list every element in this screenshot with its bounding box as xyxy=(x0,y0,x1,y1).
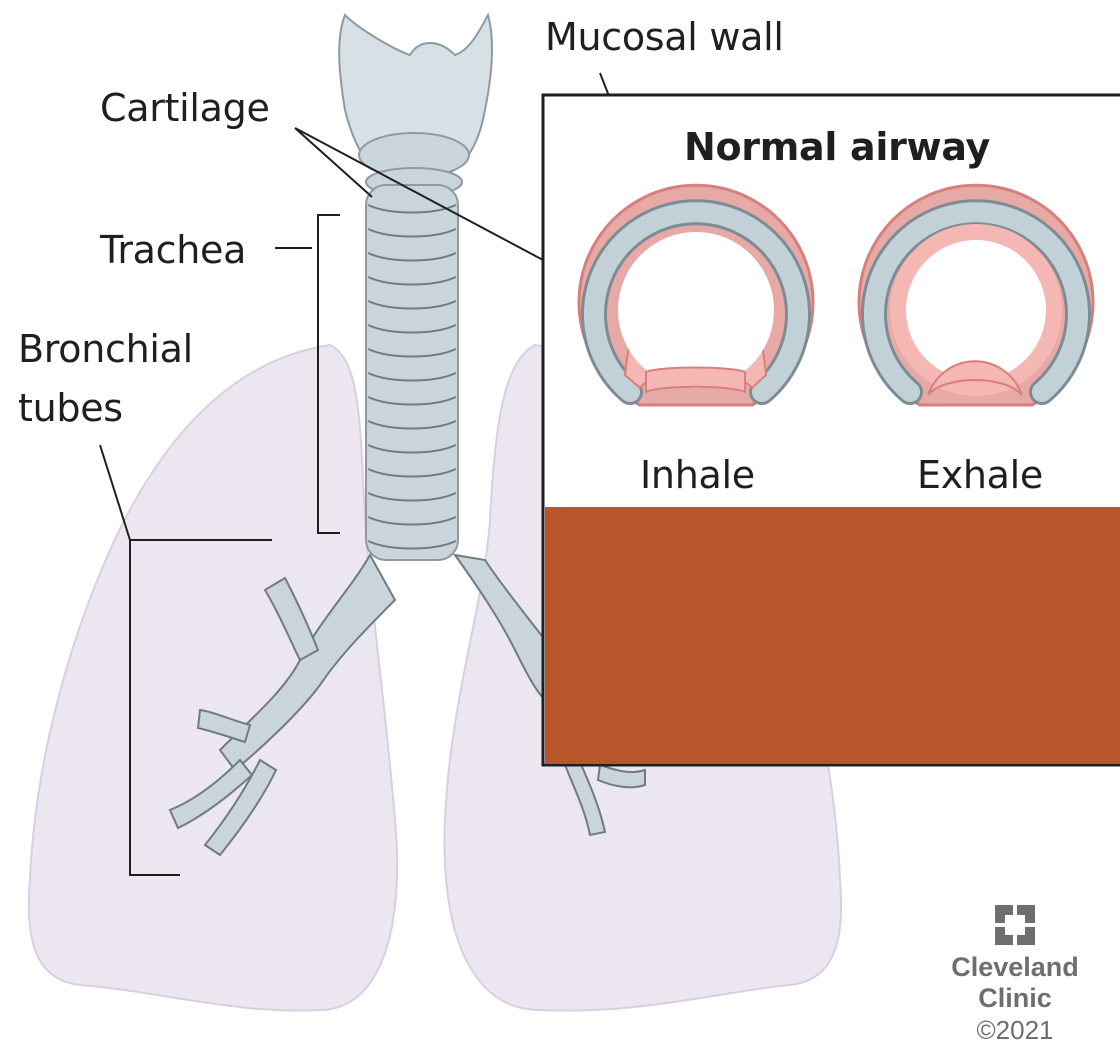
larynx xyxy=(339,15,492,196)
bronchial-leader xyxy=(100,445,130,540)
mucosal-wall-label: Mucosal wall xyxy=(545,18,784,56)
bronchial-label-line1: Bronchial xyxy=(18,330,193,368)
inset-cover-block xyxy=(545,507,1120,764)
exhale-airway-cross-section xyxy=(859,185,1093,405)
inset-title: Normal airway xyxy=(684,128,990,166)
exhale-label: Exhale xyxy=(917,456,1043,494)
credit-copyright: ©2021 xyxy=(945,1017,1085,1044)
credit-org-line1: Cleveland xyxy=(945,953,1085,981)
inhale-airway-cross-section xyxy=(579,185,813,405)
bronchial-label-line2: tubes xyxy=(18,389,123,427)
trachea-label: Trachea xyxy=(100,231,246,269)
trachea-illustration xyxy=(366,185,458,560)
credit-org-line2: Clinic xyxy=(945,984,1085,1012)
cartilage-label: Cartilage xyxy=(100,89,270,127)
inhale-label: Inhale xyxy=(640,456,755,494)
normal-airway-inset xyxy=(543,95,1120,765)
right-lung xyxy=(29,345,397,1011)
cleveland-clinic-logo-icon xyxy=(995,905,1035,945)
